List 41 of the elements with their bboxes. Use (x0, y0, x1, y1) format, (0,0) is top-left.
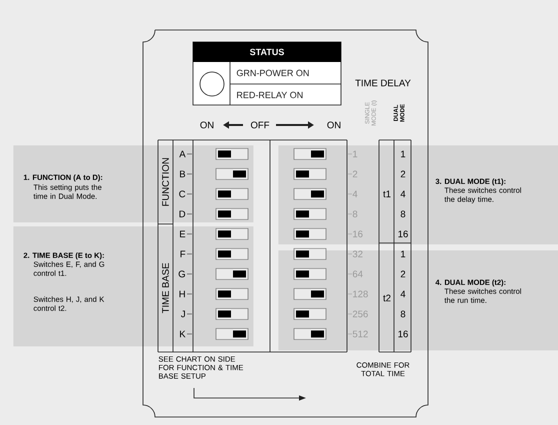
value-label: 256 (352, 310, 368, 318)
switch-letter: C (179, 190, 186, 198)
panel-label: TIME DELAY (355, 80, 411, 86)
timer-label: t2 (383, 294, 390, 302)
value-label: 1 (353, 150, 358, 158)
switch-letter: A (179, 150, 186, 158)
value-label: 8 (352, 210, 358, 218)
switch-letter: E (180, 230, 186, 238)
group-label: TIME BASE (162, 263, 169, 314)
switch-letter: D (180, 210, 186, 218)
value-label: 4 (400, 290, 406, 298)
switch-position-label: OFF (250, 122, 270, 128)
value-label: 2 (352, 170, 358, 178)
status-heading: STATUS (250, 48, 284, 56)
switch-letter: G (178, 270, 185, 278)
switch-position-label: ON (200, 122, 214, 128)
switch-letter: H (180, 290, 185, 298)
switch-position-label: ON (327, 122, 340, 128)
timer-label: t1 (383, 190, 390, 198)
value-label: 8 (400, 210, 406, 218)
value-label: 64 (352, 270, 363, 278)
value-label: 1 (401, 150, 406, 158)
value-label: 4 (400, 190, 406, 198)
status-text: RED-RELAY ON (237, 92, 302, 98)
value-label: 32 (352, 250, 362, 258)
switch-letter: K (180, 330, 186, 338)
value-label: 8 (400, 310, 406, 318)
group-label: FUNCTION (162, 158, 169, 206)
value-label: 16 (353, 230, 363, 238)
value-label: 128 (353, 290, 368, 298)
switch-letter: B (180, 170, 186, 178)
value-label: 4 (352, 190, 358, 198)
value-label: 16 (398, 230, 408, 238)
value-label: 2 (400, 170, 406, 178)
value-label: 1 (401, 250, 406, 258)
value-label: 16 (398, 330, 408, 338)
status-text: GRN-POWER ON (236, 70, 309, 76)
switch-letter: F (180, 250, 186, 258)
value-label: 2 (400, 270, 406, 278)
switch-letter: J (181, 310, 185, 318)
value-label: 512 (352, 330, 368, 338)
